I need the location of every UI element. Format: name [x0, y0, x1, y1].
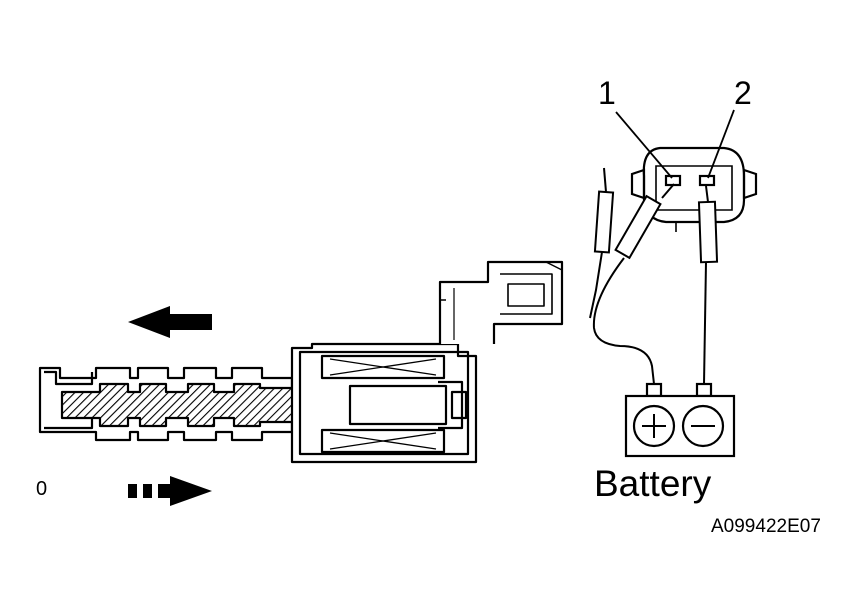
terminal-2-pin	[698, 174, 716, 187]
battery-label: Battery	[594, 463, 712, 504]
arrow-right-dashed-icon	[128, 476, 212, 506]
solenoid-connector	[438, 260, 564, 344]
test-probes	[589, 167, 719, 319]
battery-terminal-negative	[695, 382, 713, 398]
arrow-left-solid-icon	[128, 306, 212, 338]
stray-mark: 0	[36, 478, 47, 500]
figure-code: A099422E07	[711, 516, 821, 537]
oil-control-valve	[38, 260, 564, 464]
battery-terminal-positive	[645, 382, 663, 398]
wires	[592, 257, 707, 385]
terminal-2-label: 2	[734, 75, 752, 111]
armature	[348, 384, 448, 426]
spool	[60, 382, 320, 428]
battery	[624, 382, 736, 458]
terminal-1-label: 1	[598, 75, 616, 111]
leader-lines	[615, 109, 735, 179]
